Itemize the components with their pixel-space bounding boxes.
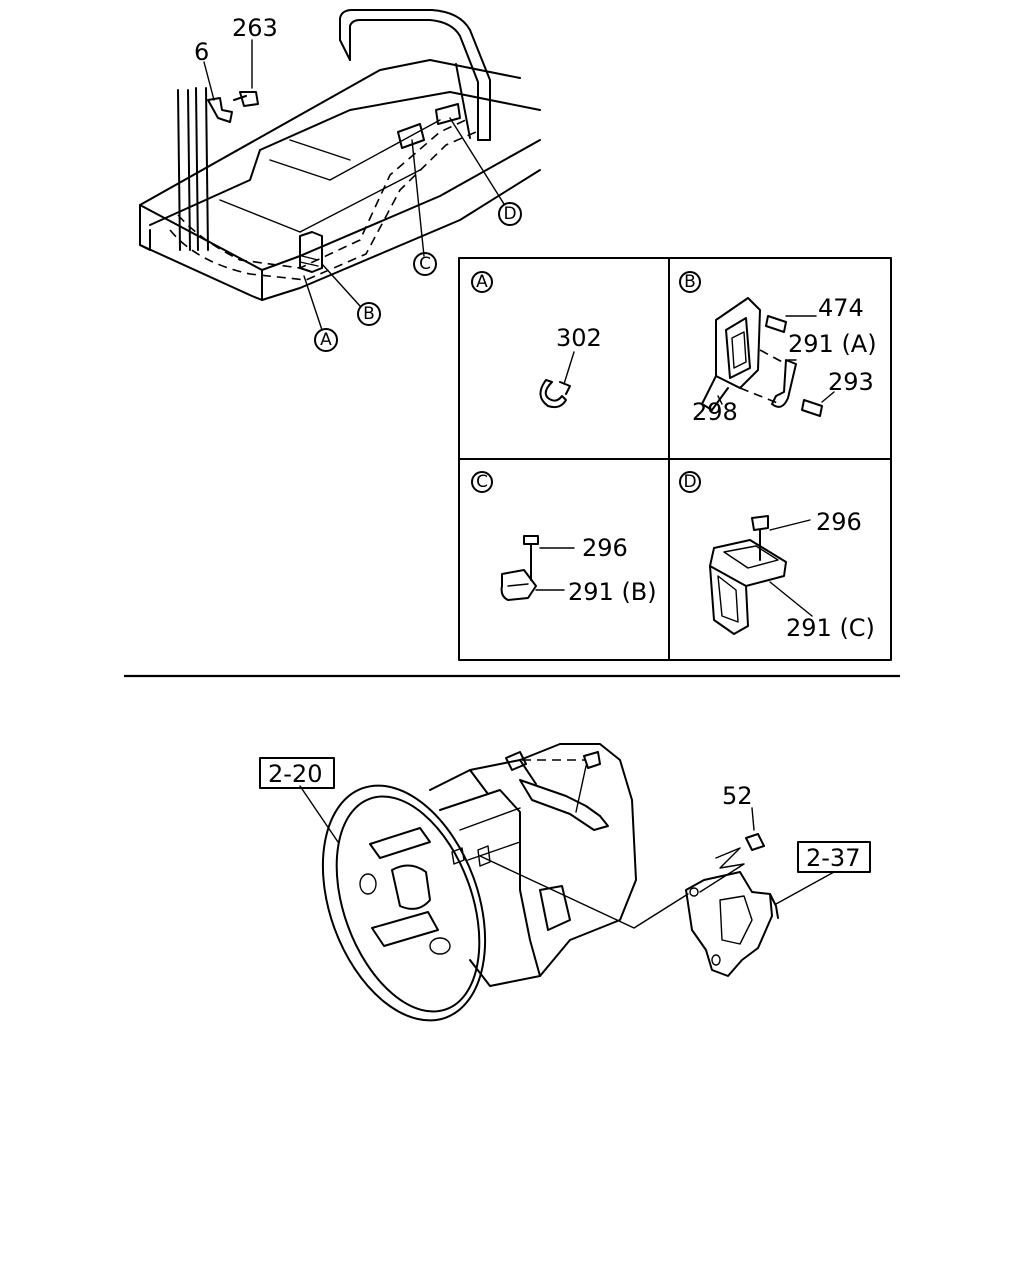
detail-a: A 302 xyxy=(471,271,602,409)
ref-box-2-20: 2-20 xyxy=(259,757,335,789)
ref-circle-a: A xyxy=(314,328,338,352)
detail-d: D 296 291 (C) xyxy=(679,471,875,642)
transmission-drawing xyxy=(299,743,835,1022)
callout-263: 263 xyxy=(232,14,278,42)
detail-grid xyxy=(458,257,892,661)
detail-b: B 474 291 (A) 293 298 xyxy=(679,271,877,426)
detail-b-letter: B xyxy=(684,272,696,292)
detail-c-part-296: 296 xyxy=(582,534,628,562)
detail-b-part-298: 298 xyxy=(692,398,738,426)
detail-c: C 296 291 (B) xyxy=(471,471,657,606)
ref-circle-a-letter: A xyxy=(320,330,332,350)
detail-c-part-291b: 291 (B) xyxy=(568,578,657,606)
ref-circle-c-letter: C xyxy=(419,254,431,274)
callout-6: 6 xyxy=(194,38,209,66)
detail-c-letter: C xyxy=(476,472,488,492)
detail-d-letter: D xyxy=(683,472,696,492)
detail-d-part-296: 296 xyxy=(816,508,862,536)
detail-b-part-291a: 291 (A) xyxy=(788,330,877,358)
detail-d-part-291c: 291 (C) xyxy=(786,614,875,642)
ref-circle-b: B xyxy=(357,302,381,326)
ref-circle-c: C xyxy=(413,252,437,276)
detail-b-part-474: 474 xyxy=(818,294,864,322)
callout-52: 52 xyxy=(722,782,753,810)
ref-box-2-37: 2-37 xyxy=(797,841,871,873)
detail-a-part-302: 302 xyxy=(556,324,602,352)
ref-circle-b-letter: B xyxy=(363,304,375,324)
detail-a-letter: A xyxy=(476,272,488,292)
ref-circle-d: D xyxy=(498,202,522,226)
frame-assembly-drawing xyxy=(139,9,541,331)
detail-b-part-293: 293 xyxy=(828,368,874,396)
ref-box-2-37-label: 2-37 xyxy=(806,844,860,872)
ref-circle-d-letter: D xyxy=(503,204,516,224)
ref-box-2-20-label: 2-20 xyxy=(268,760,322,788)
